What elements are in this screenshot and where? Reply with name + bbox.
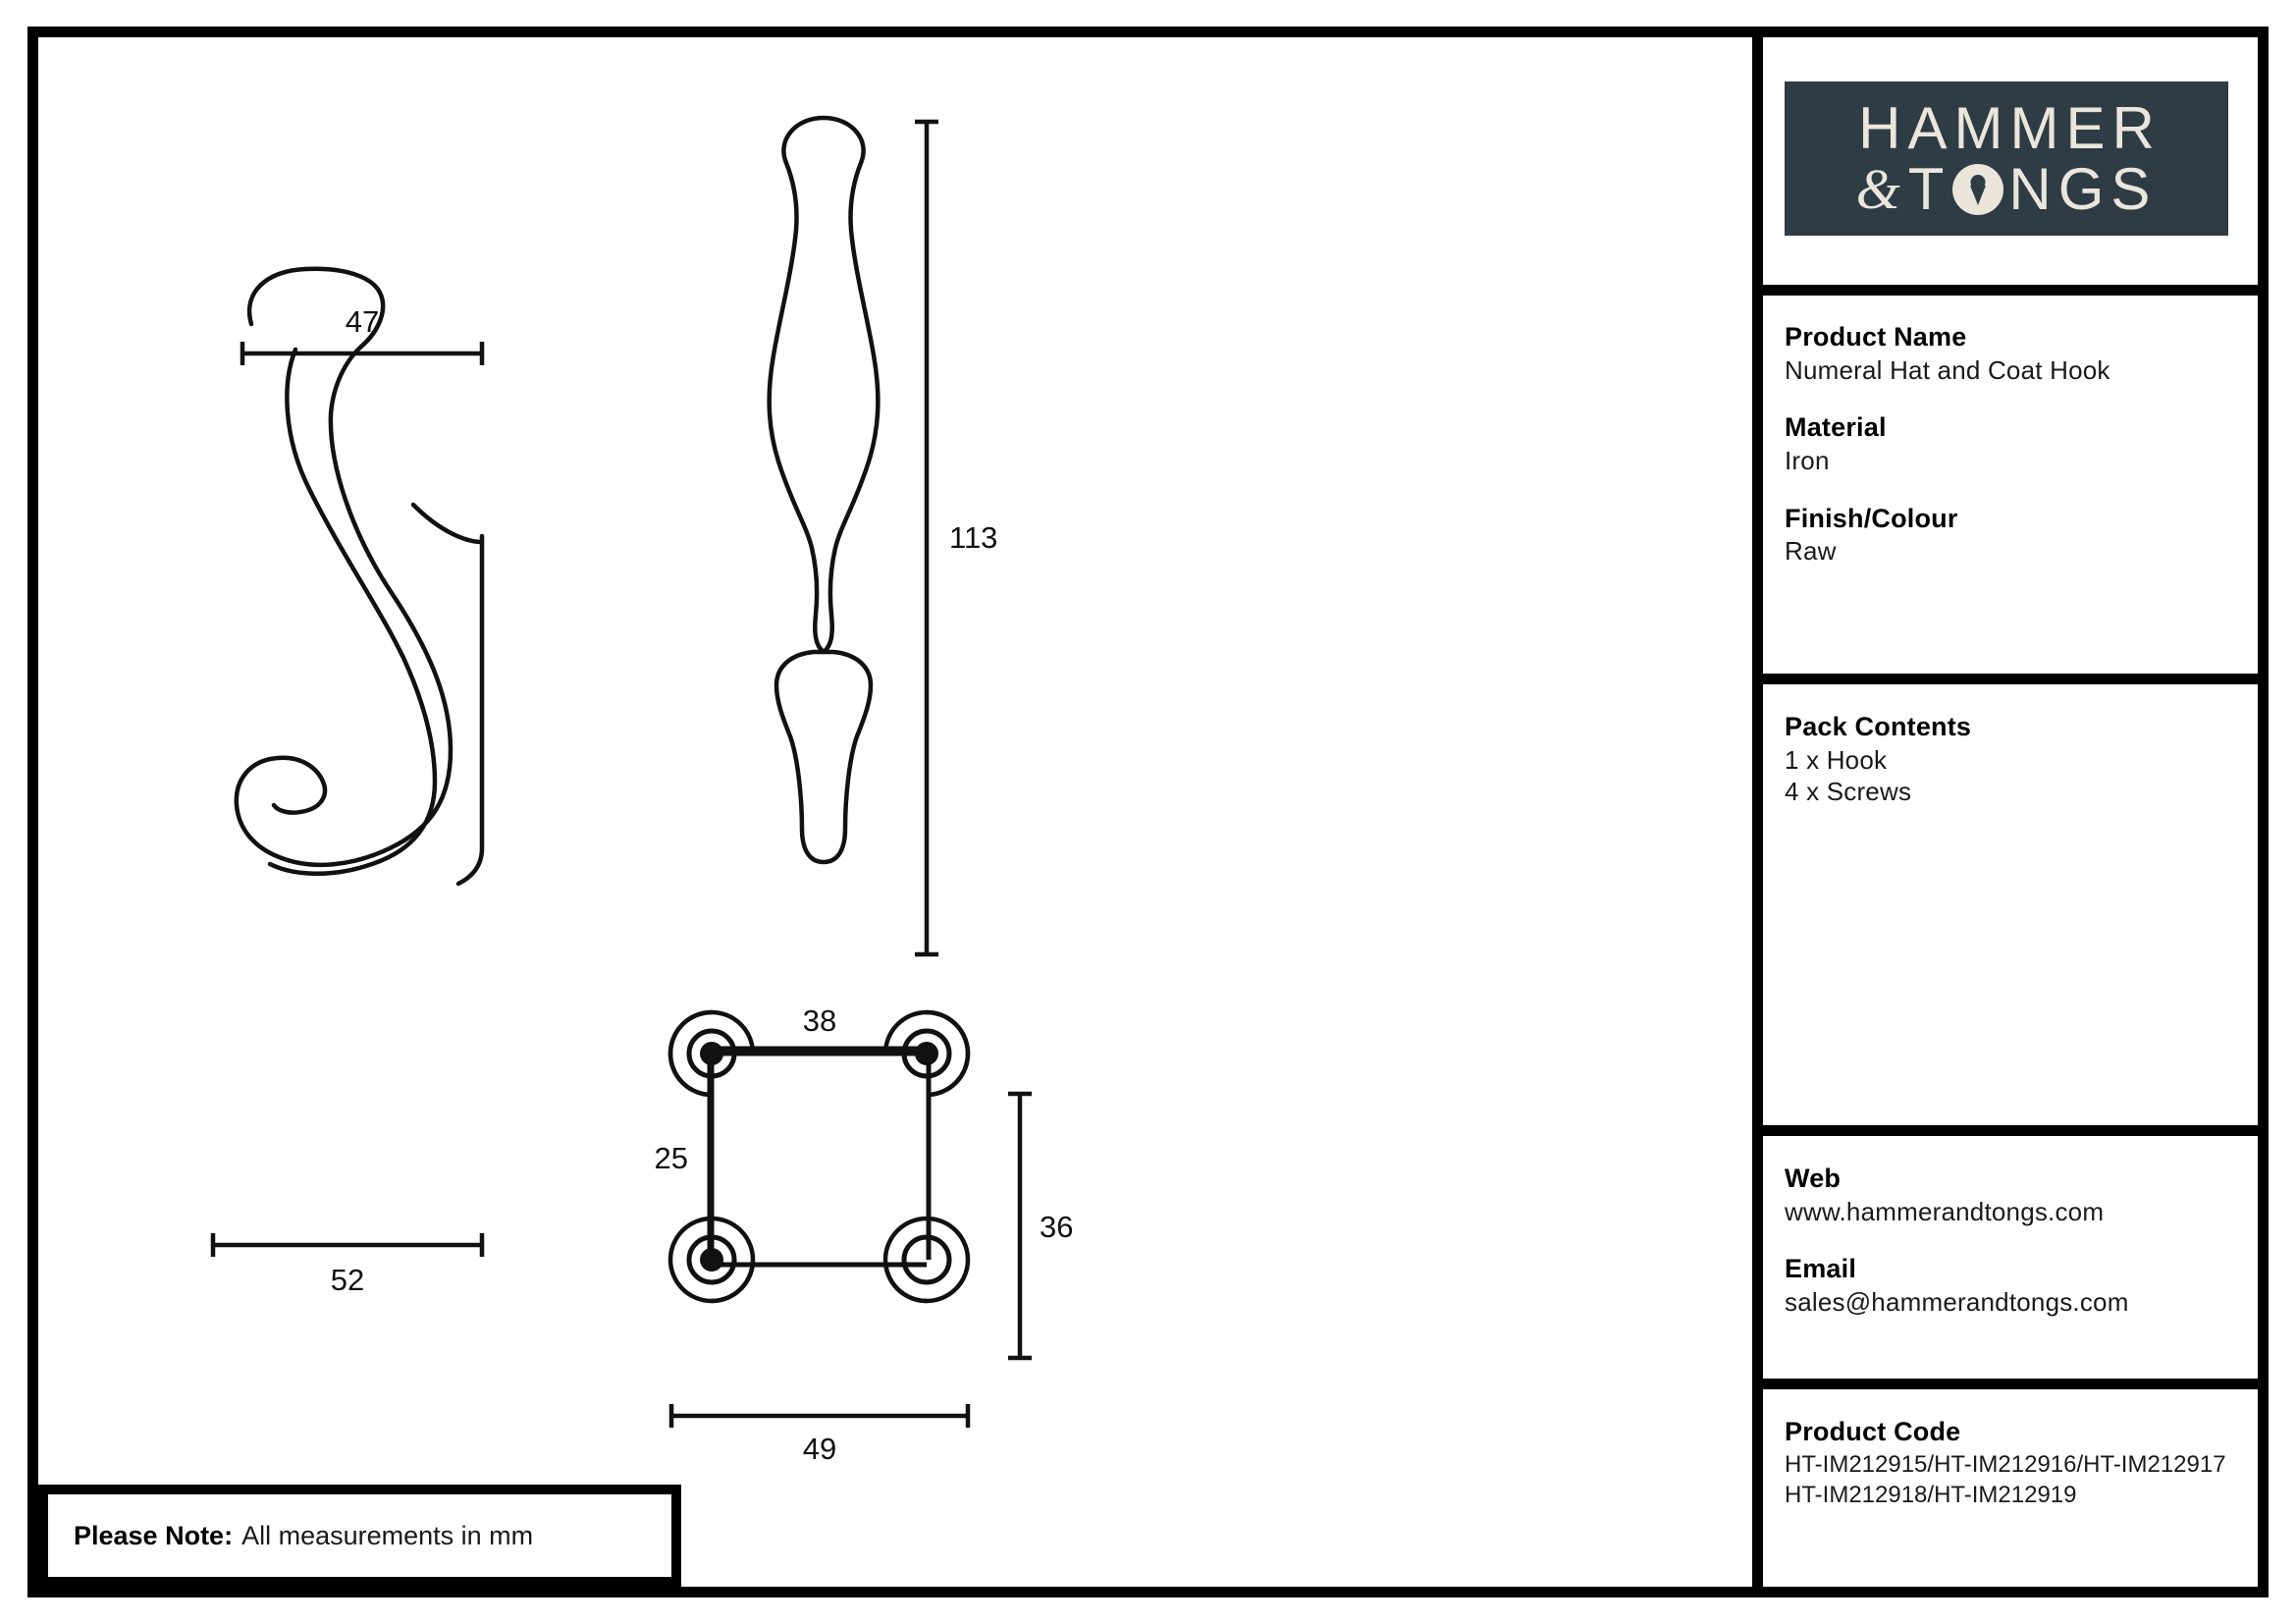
field-web: Web www.hammerandtongs.com xyxy=(1785,1163,2236,1227)
drawing-svg: 47 52 113 xyxy=(210,115,1073,1466)
please-note-box: Please Note: All measurements in mm xyxy=(38,1485,681,1587)
dimension-113: 113 xyxy=(915,119,997,957)
plan-view-backplate: 38 25 xyxy=(655,1003,971,1304)
logo-wordmark-tongs-post: NGS xyxy=(2008,155,2158,222)
screw-hole-bottom-right xyxy=(901,1234,952,1285)
front-view-lower-bulb xyxy=(774,649,874,865)
field-material: Material Iron xyxy=(1785,411,2236,476)
field-finish-colour: Finish/Colour Raw xyxy=(1785,503,2236,568)
hook-profile-inner-path xyxy=(267,347,438,876)
dimension-25-label: 25 xyxy=(655,1141,688,1175)
keyhole-icon xyxy=(1952,163,2004,215)
dimension-38-label: 38 xyxy=(803,1003,836,1038)
dimension-113-label: 113 xyxy=(949,520,997,555)
side-view-hook xyxy=(234,266,485,887)
logo-wordmark-tongs-pre: T xyxy=(1907,155,1951,222)
web-value[interactable]: www.hammerandtongs.com xyxy=(1785,1196,2105,1226)
product-details-section: Product Name Numeral Hat and Coat Hook M… xyxy=(1763,296,2258,674)
ampersand-icon: & xyxy=(1855,156,1900,221)
finish-value: Raw xyxy=(1785,536,1837,567)
hook-backplate-join xyxy=(410,502,485,545)
please-note-text: All measurements in mm xyxy=(241,1520,534,1550)
hammer-and-tongs-logo: HAMMER & T NGS xyxy=(1785,81,2228,236)
product-code-line-1: HT-IM212915/HT-IM212916/HT-IM212917 xyxy=(1785,1450,2226,1478)
dimension-36-label: 36 xyxy=(1040,1210,1073,1244)
pack-contents-item-2: 4 x Screws xyxy=(1785,777,1912,807)
dimension-47-label: 47 xyxy=(346,304,379,339)
pack-contents-section: Pack Contents 1 x Hook 4 x Screws xyxy=(1763,684,2258,1125)
contact-section: Web www.hammerandtongs.com Email sales@h… xyxy=(1763,1136,2258,1379)
dimension-52: 52 xyxy=(210,1233,485,1297)
section-divider-2 xyxy=(1763,674,2258,684)
logo-wordmark-hammer: HAMMER xyxy=(1858,94,2162,161)
material-label: Material xyxy=(1785,412,1887,443)
product-info-panel: HAMMER & T NGS Product Name Numeral Hat … xyxy=(1763,37,2258,1587)
product-name-label: Product Name xyxy=(1785,322,1967,352)
email-label: Email xyxy=(1785,1254,1857,1284)
field-product-name: Product Name Numeral Hat and Coat Hook xyxy=(1785,321,2236,386)
hook-profile-outer-path xyxy=(234,266,454,868)
product-code-line-2: HT-IM212918/HT-IM212919 xyxy=(1785,1481,2077,1508)
pack-contents-item-1: 1 x Hook xyxy=(1785,744,1888,775)
section-divider-3 xyxy=(1763,1125,2258,1136)
front-view-hook xyxy=(767,115,881,865)
panel-vertical-divider xyxy=(1752,27,1763,1597)
dimension-49-label: 49 xyxy=(803,1432,836,1466)
material-value: Iron xyxy=(1785,446,1830,475)
logo-wordmark-tongs-row: & T NGS xyxy=(1855,155,2158,222)
field-email: Email sales@hammerandtongs.com xyxy=(1785,1253,2236,1318)
field-product-code: Product Code HT-IM212915/HT-IM212916/HT-… xyxy=(1785,1416,2236,1510)
section-divider-4 xyxy=(1763,1379,2258,1389)
web-label: Web xyxy=(1785,1164,1842,1193)
pack-contents-label: Pack Contents xyxy=(1785,712,1972,741)
front-view-upper-body xyxy=(767,115,881,655)
section-divider-1 xyxy=(1763,285,2258,296)
brand-logo-section: HAMMER & T NGS xyxy=(1763,37,2258,285)
email-value[interactable]: sales@hammerandtongs.com xyxy=(1785,1287,2129,1317)
finish-label: Finish/Colour xyxy=(1785,503,1958,533)
dimension-52-label: 52 xyxy=(331,1263,364,1297)
product-code-label: Product Code xyxy=(1785,1417,1961,1446)
hook-backplate-edge xyxy=(455,533,485,887)
dimension-36: 36 xyxy=(1008,1091,1073,1361)
please-note-label: Please Note: xyxy=(74,1520,234,1550)
field-pack-contents: Pack Contents 1 x Hook 4 x Screws xyxy=(1785,711,2236,808)
product-code-section: Product Code HT-IM212915/HT-IM212916/HT-… xyxy=(1763,1389,2258,1587)
product-name-value: Numeral Hat and Coat Hook xyxy=(1785,354,2110,385)
dimension-49: 49 xyxy=(668,1404,971,1466)
dimension-47: 47 xyxy=(240,304,485,365)
technical-drawing-area: 47 52 113 xyxy=(38,37,1752,1587)
